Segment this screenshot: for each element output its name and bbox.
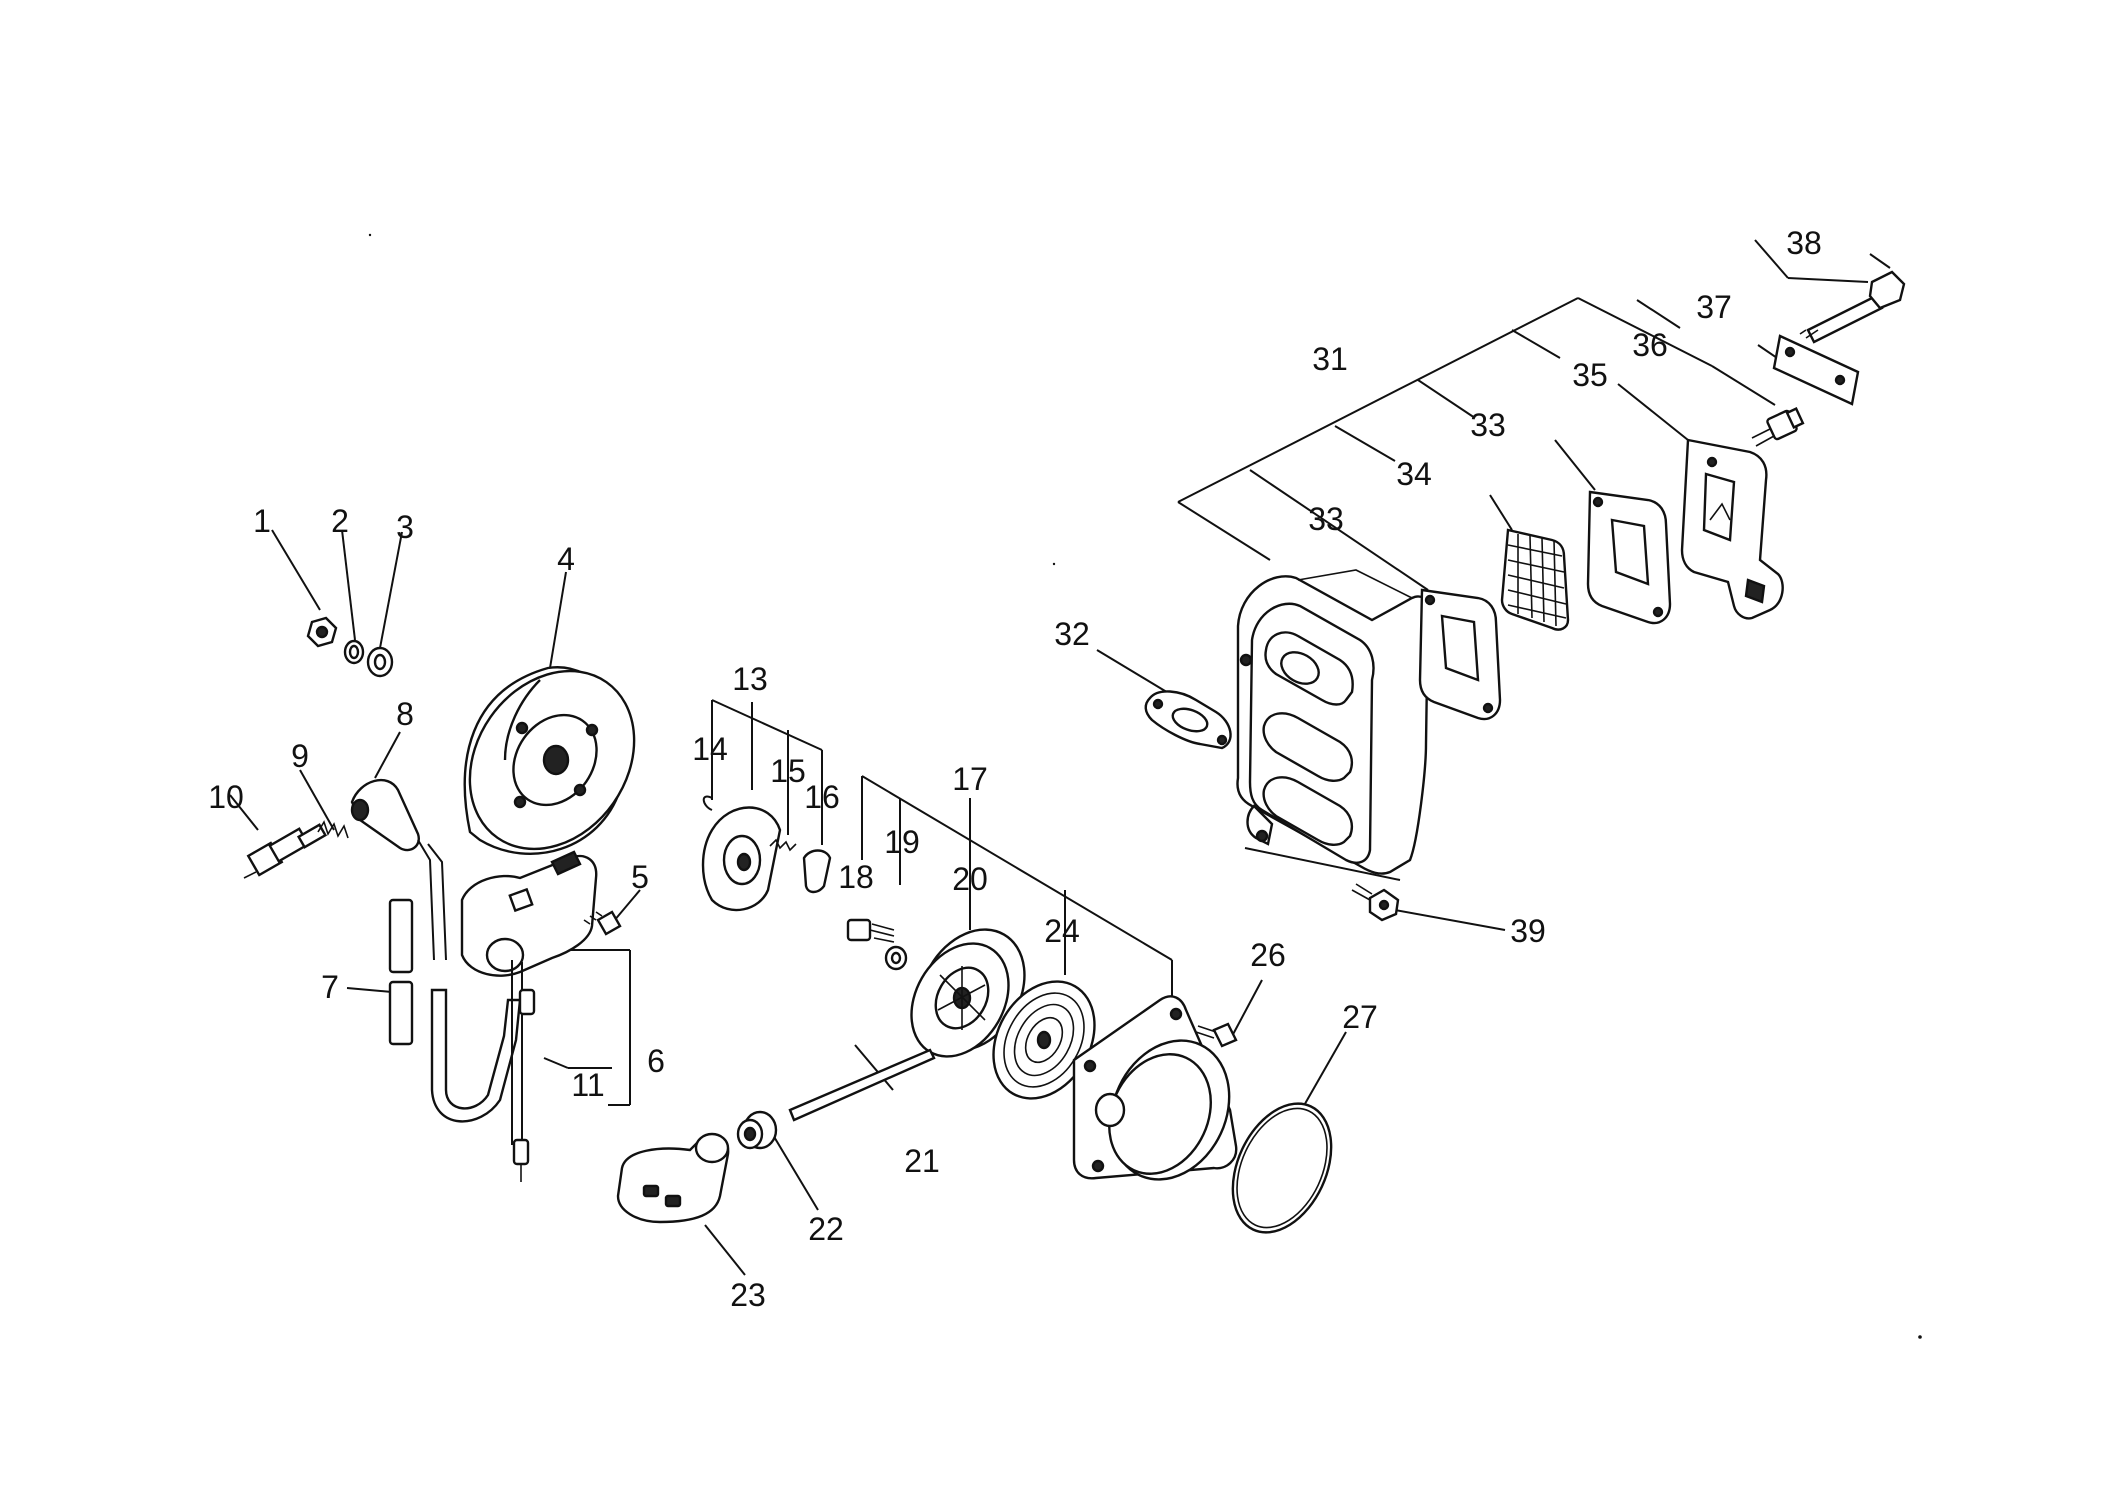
label-23: 23 — [730, 1277, 766, 1313]
part-14-clip — [702, 795, 713, 811]
part-muffler-body — [1236, 569, 1430, 875]
label-7: 7 — [321, 969, 339, 1005]
part-37-plate — [1772, 334, 1860, 406]
label-5: 5 — [631, 859, 649, 895]
label-19: 19 — [884, 824, 920, 860]
label-34: 34 — [1396, 456, 1432, 492]
part-38-bolt — [1799, 270, 1906, 344]
part-9-spring — [317, 820, 349, 839]
label-32: 32 — [1054, 616, 1090, 652]
stray-dot — [368, 233, 372, 237]
label-4: 4 — [557, 541, 575, 577]
part-18-screw — [846, 918, 895, 943]
label-10: 10 — [208, 779, 244, 815]
part-22-rope-guide — [736, 1110, 778, 1150]
label-17: 17 — [952, 761, 988, 797]
part-21-rope — [788, 1048, 936, 1122]
part-1-nut — [306, 616, 338, 648]
label-18: 18 — [838, 859, 874, 895]
label-11: 11 — [571, 1067, 604, 1103]
part-13-ratchet — [701, 806, 782, 912]
label-20: 20 — [952, 861, 988, 897]
part-36-screw — [1751, 407, 1805, 447]
label-13: 13 — [732, 661, 768, 697]
part-23-starter-handle — [616, 1132, 730, 1224]
ignition-lead — [430, 988, 522, 1123]
label-36: 36 — [1632, 327, 1668, 363]
part-10-spark-plug — [243, 823, 328, 879]
label-14: 14 — [692, 731, 728, 767]
label-37: 37 — [1696, 289, 1732, 325]
label-27: 27 — [1342, 999, 1378, 1035]
label-33-lower: 33 — [1308, 501, 1344, 537]
label-6: 6 — [647, 1043, 665, 1079]
part-8-plug-cap — [350, 779, 447, 961]
label-39: 39 — [1510, 913, 1546, 949]
label-26: 26 — [1250, 937, 1286, 973]
part-6-ignition-coil — [460, 850, 598, 1182]
label-33-upper: 33 — [1470, 407, 1506, 443]
part-32-gasket — [1144, 690, 1232, 750]
part-33-gasket-lower — [1418, 588, 1502, 721]
label-21: 21 — [904, 1143, 940, 1179]
label-3: 3 — [396, 509, 414, 545]
part-3-washer — [366, 646, 394, 678]
label-15: 15 — [770, 753, 806, 789]
part-5-screw — [583, 910, 622, 936]
part-20-rope-pulley — [910, 928, 1026, 1058]
label-9: 9 — [291, 738, 309, 774]
label-2: 2 — [331, 503, 349, 539]
part-4-flywheel — [463, 666, 636, 855]
part-26-screw — [1195, 1022, 1238, 1048]
stray-dot — [1918, 1335, 1922, 1339]
part-labels: 1 2 3 4 5 6 7 8 9 10 11 13 14 15 16 17 1… — [208, 225, 1822, 1313]
part-16-pawl — [802, 849, 832, 894]
label-1: 1 — [253, 503, 271, 539]
label-35: 35 — [1572, 357, 1608, 393]
part-35-muffler-cover — [1680, 438, 1784, 620]
label-31: 31 — [1312, 341, 1348, 377]
label-16: 16 — [804, 779, 840, 815]
part-2-lock-washer — [343, 639, 365, 665]
label-24: 24 — [1044, 913, 1080, 949]
label-8: 8 — [396, 696, 414, 732]
label-22: 22 — [808, 1211, 844, 1247]
part-starter-case — [1072, 995, 1238, 1181]
part-24-recoil-spring — [992, 980, 1096, 1100]
part-27-gasket-ring — [1231, 1102, 1333, 1234]
label-38: 38 — [1786, 225, 1822, 261]
part-15-spring — [769, 838, 797, 852]
part-7-tubes — [388, 898, 414, 1046]
part-39-bolt — [1351, 883, 1400, 922]
stray-dot — [1052, 562, 1056, 566]
part-33-gasket-upper — [1586, 490, 1672, 625]
part-34-spark-arrester-screen — [1500, 528, 1570, 631]
part-19-washer — [884, 945, 908, 971]
